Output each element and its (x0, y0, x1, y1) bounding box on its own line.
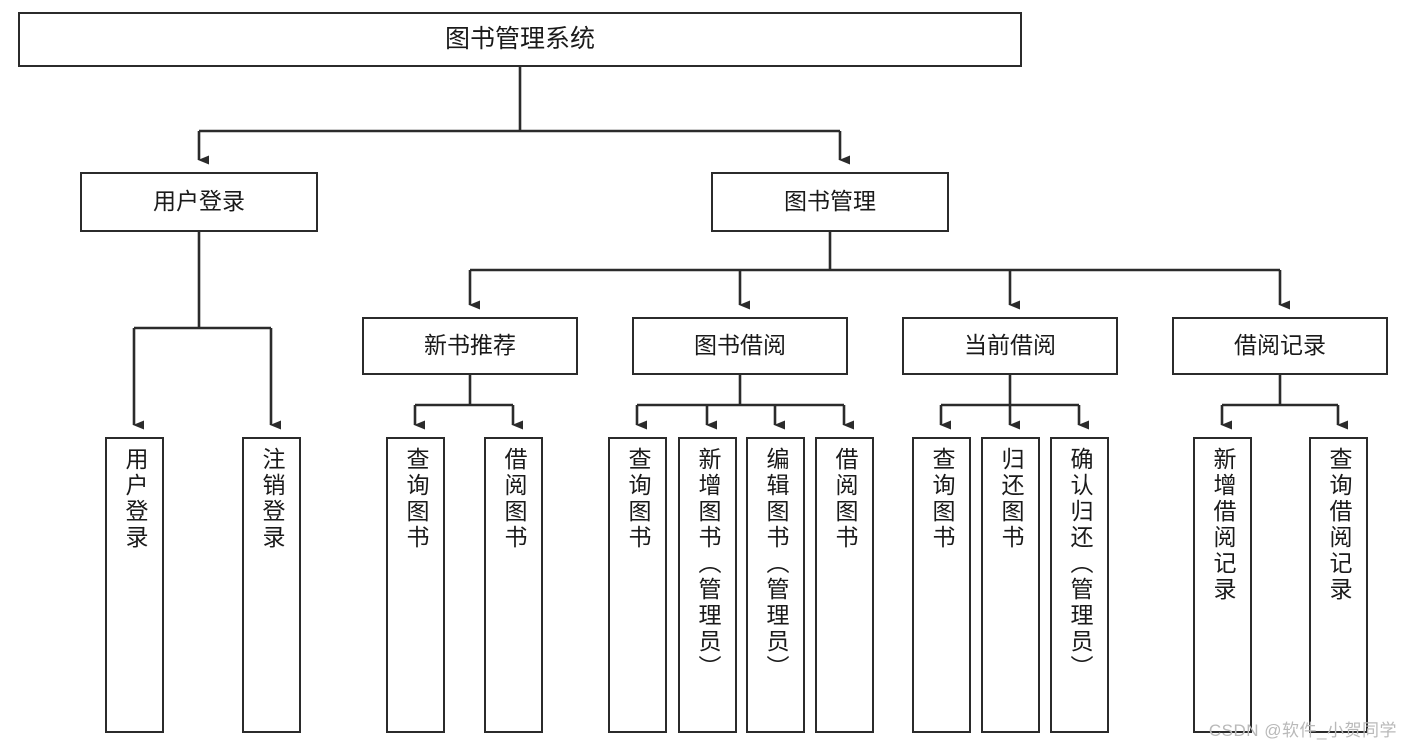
leaf-add-book[interactable]: 新增图书（管理员） (678, 437, 737, 733)
leaf-query-record[interactable]: 查询借阅记录 (1309, 437, 1368, 733)
leaf-query-book-1-label: 查询图书 (403, 447, 429, 551)
node-book-manage-label: 图书管理 (784, 188, 876, 215)
leaf-edit-book[interactable]: 编辑图书（管理员） (746, 437, 805, 733)
leaf-user-login[interactable]: 用户登录 (105, 437, 164, 733)
leaf-user-login-label: 用户登录 (122, 447, 148, 551)
node-root-system[interactable]: 图书管理系统 (18, 12, 1022, 67)
leaf-query-book-1[interactable]: 查询图书 (386, 437, 445, 733)
leaf-add-record[interactable]: 新增借阅记录 (1193, 437, 1252, 733)
node-new-book-rec[interactable]: 新书推荐 (362, 317, 578, 375)
leaf-return-book[interactable]: 归还图书 (981, 437, 1040, 733)
leaf-query-book-3[interactable]: 查询图书 (912, 437, 971, 733)
node-new-book-rec-label: 新书推荐 (424, 332, 516, 359)
leaf-borrow-book-1[interactable]: 借阅图书 (484, 437, 543, 733)
leaf-add-book-label: 新增图书（管理员） (695, 447, 721, 681)
node-book-borrow[interactable]: 图书借阅 (632, 317, 848, 375)
node-book-manage[interactable]: 图书管理 (711, 172, 949, 232)
node-book-borrow-label: 图书借阅 (694, 332, 786, 359)
node-borrow-record-label: 借阅记录 (1234, 332, 1326, 359)
leaf-query-book-2[interactable]: 查询图书 (608, 437, 667, 733)
node-borrow-record[interactable]: 借阅记录 (1172, 317, 1388, 375)
leaf-confirm-return-label: 确认归还（管理员） (1067, 447, 1093, 681)
leaf-query-record-label: 查询借阅记录 (1326, 447, 1352, 603)
csdn-watermark: CSDN @软件_小贺同学 (1208, 721, 1397, 740)
node-current-borrow-label: 当前借阅 (964, 332, 1056, 359)
leaf-return-book-label: 归还图书 (998, 447, 1024, 551)
leaf-add-record-label: 新增借阅记录 (1210, 447, 1236, 603)
leaf-user-logout[interactable]: 注销登录 (242, 437, 301, 733)
leaf-query-book-3-label: 查询图书 (929, 447, 955, 551)
node-user-login[interactable]: 用户登录 (80, 172, 318, 232)
leaf-borrow-book-2-label: 借阅图书 (832, 447, 858, 551)
leaf-borrow-book-1-label: 借阅图书 (501, 447, 527, 551)
node-current-borrow[interactable]: 当前借阅 (902, 317, 1118, 375)
leaf-confirm-return[interactable]: 确认归还（管理员） (1050, 437, 1109, 733)
leaf-query-book-2-label: 查询图书 (625, 447, 651, 551)
leaf-user-logout-label: 注销登录 (259, 447, 285, 551)
leaf-edit-book-label: 编辑图书（管理员） (763, 447, 789, 681)
leaf-borrow-book-2[interactable]: 借阅图书 (815, 437, 874, 733)
node-user-login-label: 用户登录 (153, 188, 245, 215)
node-root-system-label: 图书管理系统 (444, 24, 595, 53)
